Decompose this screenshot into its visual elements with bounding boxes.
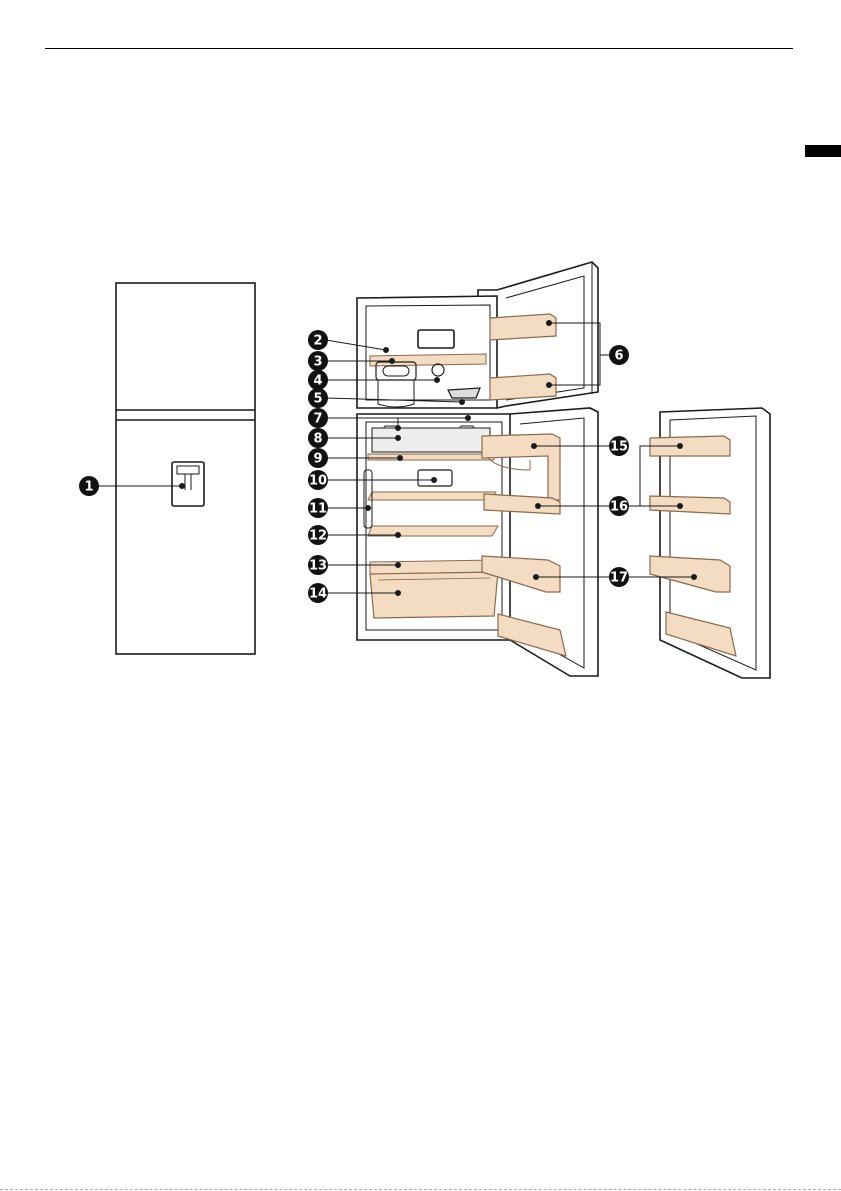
fridge-door-detail — [650, 408, 770, 678]
callout-14: 14 — [308, 583, 328, 603]
callout-17: 17 — [609, 567, 629, 587]
callout-4: 4 — [308, 370, 328, 390]
svg-text:15: 15 — [610, 440, 628, 455]
callout-16: 16 — [609, 496, 629, 516]
callout-6: 6 — [609, 345, 629, 365]
callout-1: 1 — [79, 476, 99, 496]
svg-text:13: 13 — [309, 559, 327, 574]
svg-text:6: 6 — [614, 349, 623, 364]
water-dispenser — [172, 462, 204, 506]
open-refrigerator-cabinet — [357, 290, 510, 640]
svg-text:3: 3 — [313, 355, 322, 370]
svg-text:2: 2 — [313, 334, 322, 349]
svg-text:4: 4 — [313, 374, 322, 389]
freezer-door — [490, 262, 598, 408]
callout-9: 9 — [308, 448, 328, 468]
closed-refrigerator — [116, 283, 255, 654]
svg-text:5: 5 — [313, 392, 322, 407]
svg-text:10: 10 — [309, 474, 327, 489]
svg-text:12: 12 — [309, 529, 327, 544]
svg-text:1: 1 — [84, 480, 93, 495]
callout-3: 3 — [308, 351, 328, 371]
fridge-door — [482, 408, 598, 676]
callout-10: 10 — [308, 470, 328, 490]
svg-text:8: 8 — [313, 432, 322, 447]
callout-7: 7 — [308, 408, 328, 428]
footer-rule — [0, 1189, 841, 1190]
callout-11: 11 — [308, 498, 328, 518]
svg-text:17: 17 — [610, 571, 628, 586]
callout-8: 8 — [308, 428, 328, 448]
callout-2: 2 — [308, 330, 328, 350]
svg-text:9: 9 — [313, 452, 322, 467]
callout-13: 13 — [308, 555, 328, 575]
callout-12: 12 — [308, 525, 328, 545]
svg-text:16: 16 — [610, 500, 628, 515]
svg-text:7: 7 — [313, 412, 322, 427]
svg-text:11: 11 — [309, 502, 327, 517]
callout-5: 5 — [308, 388, 328, 408]
svg-text:14: 14 — [309, 587, 327, 602]
callout-15: 15 — [609, 436, 629, 456]
